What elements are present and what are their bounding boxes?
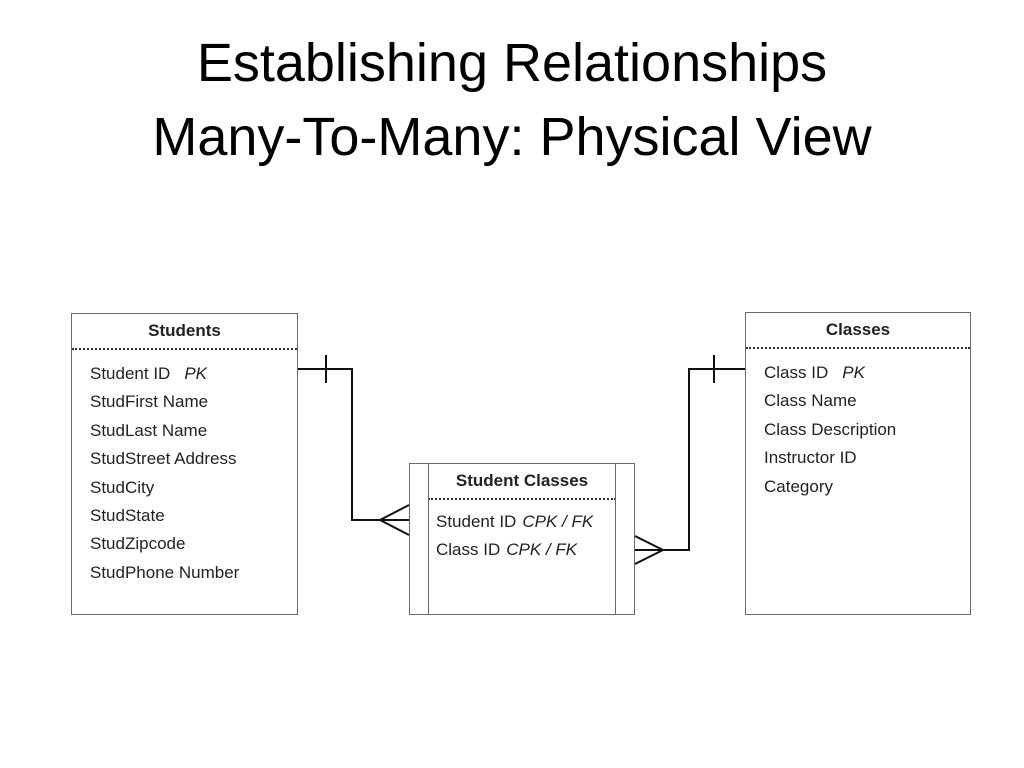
field-name: Class ID: [436, 540, 501, 560]
field-name: StudStreet Address: [90, 449, 237, 469]
students-field: StudPhone Number: [90, 559, 297, 587]
students-field-list: Student ID PK StudFirst Name StudLast Nam…: [72, 350, 297, 587]
classes-field: Class Description: [764, 416, 970, 444]
students-entity-title: Students: [72, 314, 297, 350]
classes-field: Class Name: [764, 387, 970, 415]
field-name: Class Description: [764, 419, 897, 439]
field-name: StudPhone Number: [90, 562, 240, 582]
students-field: StudState: [90, 502, 297, 530]
students-field: StudLast Name: [90, 417, 297, 445]
field-name: Instructor ID: [764, 448, 857, 468]
field-name: StudCity: [90, 477, 155, 497]
field-name: Class ID: [764, 363, 829, 382]
entity-divider-right: [615, 464, 616, 614]
student-classes-entity-title: Student Classes: [428, 464, 616, 500]
primary-key-marker: PK: [184, 364, 208, 383]
composite-key-marker: CPK / FK: [506, 540, 578, 560]
students-entity: Students Student ID PK StudFirst Name Stu…: [71, 313, 298, 615]
field-name: StudZipcode: [90, 534, 186, 554]
field-name: StudFirst Name: [90, 392, 209, 412]
primary-key-marker: PK: [842, 363, 865, 382]
students-field: Student ID PK: [90, 360, 297, 388]
slide-title: Establishing Relationships Many-To-Many:…: [0, 26, 1024, 174]
classes-entity-title: Classes: [746, 313, 970, 349]
composite-key-marker: CPK / FK: [522, 512, 594, 531]
crows-foot-prong: [379, 519, 410, 536]
student-classes-entity: Student Classes Student ID CPK / FK Class…: [409, 463, 635, 615]
slide-title-line-2: Many-To-Many: Physical View: [152, 107, 872, 167]
field-name: StudLast Name: [90, 420, 208, 440]
classes-entity: Classes Class ID PK Class Name Class Desc…: [745, 312, 971, 615]
classes-field: Category: [764, 473, 970, 501]
classes-field: Class ID PK: [764, 359, 970, 387]
entity-divider-left: [428, 464, 429, 614]
crows-foot-prong: [634, 549, 664, 565]
field-name: Class Name: [764, 391, 857, 411]
field-name: Category: [764, 476, 833, 496]
crows-foot-prong: [379, 504, 410, 521]
crows-foot-prong: [634, 535, 664, 551]
field-name: Student ID: [90, 364, 171, 383]
field-name: Student ID: [436, 512, 517, 531]
relationship-line: [635, 368, 745, 551]
students-field: StudFirst Name: [90, 388, 297, 416]
student-classes-field: Student ID CPK / FK: [436, 508, 634, 536]
students-field: StudZipcode: [90, 530, 297, 558]
students-to-student-classes-relationship: [298, 355, 410, 536]
students-field: StudCity: [90, 474, 297, 502]
students-field: StudStreet Address: [90, 445, 297, 473]
slide-title-line-1: Establishing Relationships: [196, 33, 828, 93]
field-name: StudState: [90, 505, 165, 525]
classes-to-student-classes-relationship: [634, 355, 745, 565]
relationship-line: [298, 368, 409, 521]
classes-field: Instructor ID: [764, 444, 970, 472]
